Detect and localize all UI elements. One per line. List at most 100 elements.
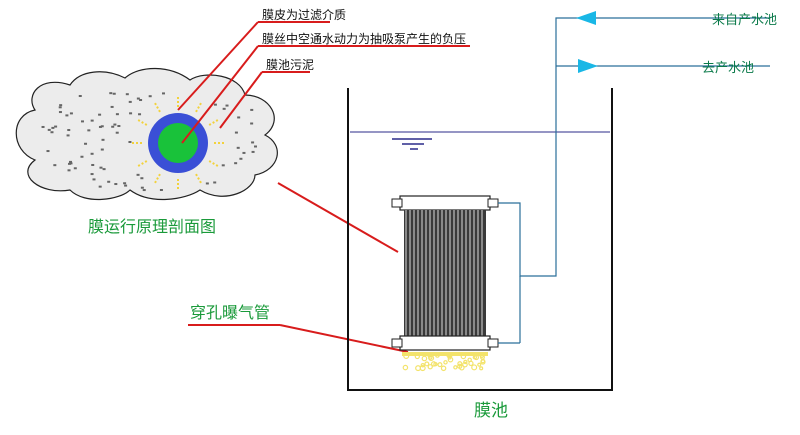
label-cross-section-title: 膜运行原理剖面图	[88, 217, 216, 236]
air-bubble	[443, 360, 448, 365]
sludge-particle	[91, 163, 95, 166]
label-inlet: 来自产水池	[712, 13, 777, 28]
label-tank-sludge: 膜池污泥	[266, 58, 314, 72]
sludge-particle	[110, 105, 114, 108]
sludge-particle	[225, 104, 229, 107]
sludge-particle	[53, 164, 57, 167]
aeration-pipe-bar	[402, 352, 488, 356]
sludge-particle	[90, 173, 94, 176]
sludge-particle	[100, 148, 104, 151]
sludge-particle	[128, 140, 132, 143]
sludge-particle	[124, 184, 128, 187]
sludge-particle	[250, 108, 254, 111]
air-bubble	[479, 366, 484, 371]
sludge-particle	[65, 114, 69, 117]
sludge-particle	[41, 125, 45, 128]
sludge-particle	[102, 168, 106, 171]
sludge-particle	[111, 125, 115, 128]
air-bubble	[477, 362, 482, 367]
air-bubble	[453, 365, 458, 370]
hollow-fibers	[405, 210, 483, 336]
sludge-particle	[80, 120, 84, 123]
sludge-particles	[41, 92, 258, 192]
sludge-particle	[251, 141, 255, 144]
sludge-particle	[109, 92, 113, 95]
leader-lines	[177, 21, 470, 353]
flow-ray	[195, 102, 202, 113]
air-bubble	[468, 360, 474, 367]
sludge-particle	[250, 122, 254, 125]
sludge-particle	[90, 152, 94, 155]
sludge-particle	[46, 150, 50, 153]
sludge-particle	[78, 95, 82, 98]
flow-ray	[154, 102, 161, 113]
sludge-particle	[98, 185, 102, 188]
sludge-particle	[59, 104, 63, 107]
inlet-arrow-icon	[576, 11, 596, 25]
sludge-particle	[98, 113, 102, 116]
label-aeration-pipe: 穿孔曝气管	[190, 303, 270, 322]
sludge-particle	[98, 125, 102, 128]
sludge-particle	[84, 142, 88, 145]
sludge-particle	[80, 155, 84, 158]
sludge-particle	[47, 128, 51, 131]
sludge-particle	[234, 162, 238, 165]
sludge-particle	[66, 134, 70, 137]
air-bubble	[463, 359, 468, 365]
air-bubble	[437, 362, 443, 368]
sludge-particle	[51, 126, 55, 129]
flow-ray	[195, 173, 202, 184]
sludge-particle	[205, 182, 209, 185]
flow-rays	[132, 97, 224, 189]
sludge-particle	[69, 162, 73, 165]
tank-walls	[347, 88, 613, 391]
air-bubble	[457, 361, 463, 367]
sludge-particle	[125, 93, 129, 96]
sludge-particle	[222, 107, 226, 110]
sludge-particle	[254, 145, 258, 148]
sludge-particle	[117, 125, 121, 128]
sludge-particle	[148, 95, 152, 98]
sludge-particle	[234, 131, 238, 134]
sludge-particle	[54, 125, 58, 128]
air-bubble	[427, 364, 433, 370]
sludge-particle	[69, 112, 73, 115]
module-top-header	[399, 195, 491, 211]
sludge-particle	[100, 125, 104, 128]
sludge-particle	[221, 164, 225, 167]
sludge-particle	[69, 160, 73, 163]
sludge-particle	[107, 180, 111, 183]
label-fiber-negative-pressure: 膜丝中空通水动力为抽吸泵产生的负压	[262, 31, 466, 46]
sludge-particle	[140, 177, 144, 180]
flow-ray	[137, 119, 148, 126]
flow-ray	[137, 160, 148, 167]
sludge-particle	[213, 181, 217, 184]
label-outlet: 去产水池	[702, 61, 754, 76]
sludge-particle	[112, 92, 116, 95]
air-bubble	[458, 364, 465, 371]
sludge-particle	[138, 113, 142, 116]
sludge-particle	[237, 116, 241, 119]
sludge-particle	[50, 131, 54, 134]
air-bubble	[402, 364, 409, 371]
membrane-hollow-core	[158, 123, 198, 163]
flow-ray	[208, 119, 219, 126]
sludge-particle	[92, 178, 96, 181]
sludge-particle	[140, 186, 144, 189]
air-bubble	[420, 362, 426, 368]
sludge-particle	[115, 113, 119, 116]
sludge-particle	[128, 100, 132, 103]
sludge-particle	[90, 119, 94, 122]
air-bubble	[419, 365, 426, 372]
sludge-particle	[113, 123, 117, 126]
sludge-cloud	[15, 67, 278, 201]
sludge-particle	[161, 92, 165, 95]
sludge-particle	[101, 138, 105, 141]
membrane-module	[391, 195, 499, 351]
sludge-particle	[239, 157, 243, 160]
sludge-particle	[87, 129, 91, 132]
air-bubble	[462, 361, 468, 368]
sludge-particle	[213, 103, 217, 106]
module-bottom-header	[399, 335, 491, 351]
